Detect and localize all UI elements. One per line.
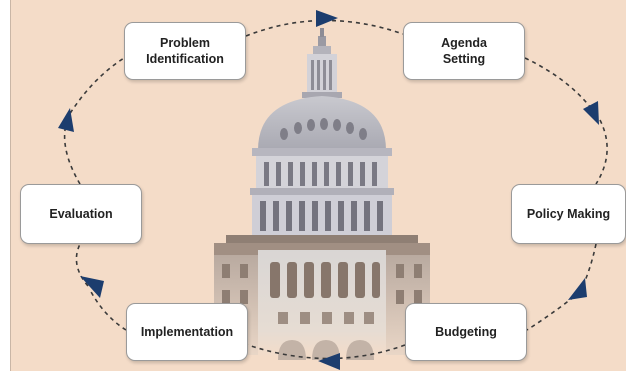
arrow-up-right-icon [58,108,74,132]
stage-label-budgeting: Budgeting [435,325,497,339]
arrow-down-right-icon [583,101,599,125]
arrow-right-icon [316,10,338,27]
stage-budgeting: Budgeting [405,303,527,361]
stage-policy-making: Policy Making [511,184,626,244]
arrow-up-left-icon [80,276,104,298]
stage-label-problem-identification: Problem Identification [146,36,224,66]
arrow-left-icon [318,353,340,370]
stage-implementation: Implementation [126,303,248,361]
stage-evaluation: Evaluation [20,184,142,244]
stage-label-evaluation: Evaluation [49,207,113,221]
arrow-down-left-icon [568,278,587,300]
stage-problem-identification: Problem Identification [124,22,246,80]
stage-label-policy-making: Policy Making [526,207,611,221]
stage-label-implementation: Implementation [140,325,234,339]
stage-agenda-setting: Agenda Setting [403,22,525,80]
stage-label-agenda-setting: Agenda Setting [441,36,487,66]
